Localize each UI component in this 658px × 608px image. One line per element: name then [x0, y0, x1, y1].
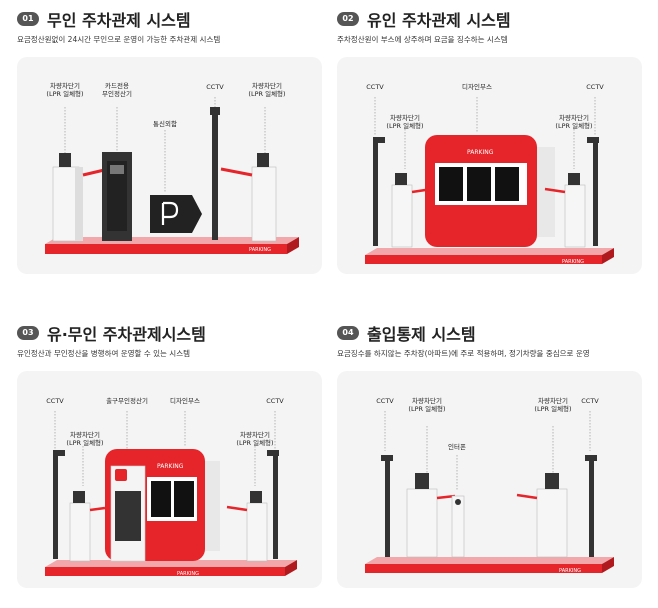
label-barrier-left: 차량차단기(LPR 일체형)	[46, 82, 84, 98]
system-illustration: PARKING PARKING	[45, 411, 297, 577]
label-cctv-right: CCTV	[586, 83, 604, 91]
label-intercom: 인터폰	[448, 443, 466, 451]
system-illustration: PARKING	[45, 97, 299, 254]
panel-header: 03 유·무인 주차관제시스템	[17, 322, 322, 344]
label-cctv-right: CCTV	[266, 397, 284, 405]
parking-brand-text: PARKING	[559, 568, 581, 574]
panel-hybrid: 03 유·무인 주차관제시스템 유인정산과 무인정산을 병행하여 운영할 수 있…	[17, 322, 322, 588]
illustration-card: PARKING PARKING CCTV 차량차단기(LPR 일체형) 디자인부…	[337, 57, 642, 274]
panel-description: 요금징수를 하지않는 주차장(아파트)에 주로 적용하며, 정기차량을 중심으로…	[337, 349, 590, 358]
panel-title: 출입통제 시스템	[367, 325, 476, 344]
label-barrier-left: 차량차단기(LPR 일체형)	[386, 114, 424, 130]
panel-header: 01 무인 주차관제 시스템	[17, 8, 322, 30]
panel-number-badge: 01	[17, 12, 39, 26]
system-illustration: PARKING	[365, 411, 614, 574]
label-barrier-right: 차량차단기(LPR 일체형)	[248, 82, 286, 98]
parking-brand-text: PARKING	[249, 247, 271, 253]
panel-description: 유인정산과 무인정산을 병행하여 운영할 수 있는 시스템	[17, 349, 191, 358]
label-barrier-right: 차량차단기(LPR 일체형)	[534, 397, 572, 413]
label-cctv-right: CCTV	[581, 397, 599, 405]
parking-brand-text: PARKING	[177, 571, 199, 577]
label-barrier-right: 차량차단기(LPR 일체형)	[236, 431, 274, 447]
label-design-booth: 디자인부스	[170, 397, 200, 405]
panel-access-control: 04 출입통제 시스템 요금징수를 하지않는 주차장(아파트)에 주로 적용하며…	[337, 322, 642, 588]
label-comm-box: 통신외함	[153, 120, 177, 128]
illustration-card: PARKING PARKING CCTV 차량차단기(LPR 일체형) 출구무인…	[17, 371, 322, 588]
panel-description: 요금정산원없이 24시간 무인으로 운영이 가능한 주차관제 시스템	[17, 35, 221, 44]
panel-unmanned: 01 무인 주차관제 시스템 요금정산원없이 24시간 무인으로 운영이 가능한…	[17, 8, 322, 274]
label-barrier-left: 차량차단기(LPR 일체형)	[66, 431, 104, 447]
panel-title: 유·무인 주차관제시스템	[47, 325, 206, 344]
label-cctv: CCTV	[206, 83, 224, 91]
panel-number-badge: 04	[337, 326, 359, 340]
parking-brand-text: PARKING	[562, 259, 584, 265]
panel-title: 무인 주차관제 시스템	[47, 11, 191, 30]
illustration-card: PARKING CCTV 차량차단기(LPR 일체형) 인터폰 차량차단기(LP…	[337, 371, 642, 588]
panel-number-badge: 02	[337, 12, 359, 26]
label-exit-kiosk: 출구무인정산기	[106, 397, 148, 405]
system-illustration: PARKING PARKING	[365, 97, 614, 265]
panel-header: 04 출입통제 시스템	[337, 322, 642, 344]
panel-title: 유인 주차관제 시스템	[367, 11, 511, 30]
panel-manned: 02 유인 주차관제 시스템 주차정산원이 부스에 상주하며 요금을 징수하는 …	[337, 8, 642, 274]
label-cctv-left: CCTV	[46, 397, 64, 405]
label-barrier-left: 차량차단기(LPR 일체형)	[408, 397, 446, 413]
booth-brand-text: PARKING	[467, 149, 494, 156]
panel-number-badge: 03	[17, 326, 39, 340]
panel-description: 주차정산원이 부스에 상주하며 요금을 징수하는 시스템	[337, 35, 508, 44]
panel-header: 02 유인 주차관제 시스템	[337, 8, 642, 30]
label-design-booth: 디자인부스	[462, 83, 492, 91]
label-cctv-left: CCTV	[376, 397, 394, 405]
booth-brand-text: PARKING	[157, 463, 184, 470]
label-barrier-right: 차량차단기(LPR 일체형)	[555, 114, 593, 130]
label-cctv-left: CCTV	[366, 83, 384, 91]
